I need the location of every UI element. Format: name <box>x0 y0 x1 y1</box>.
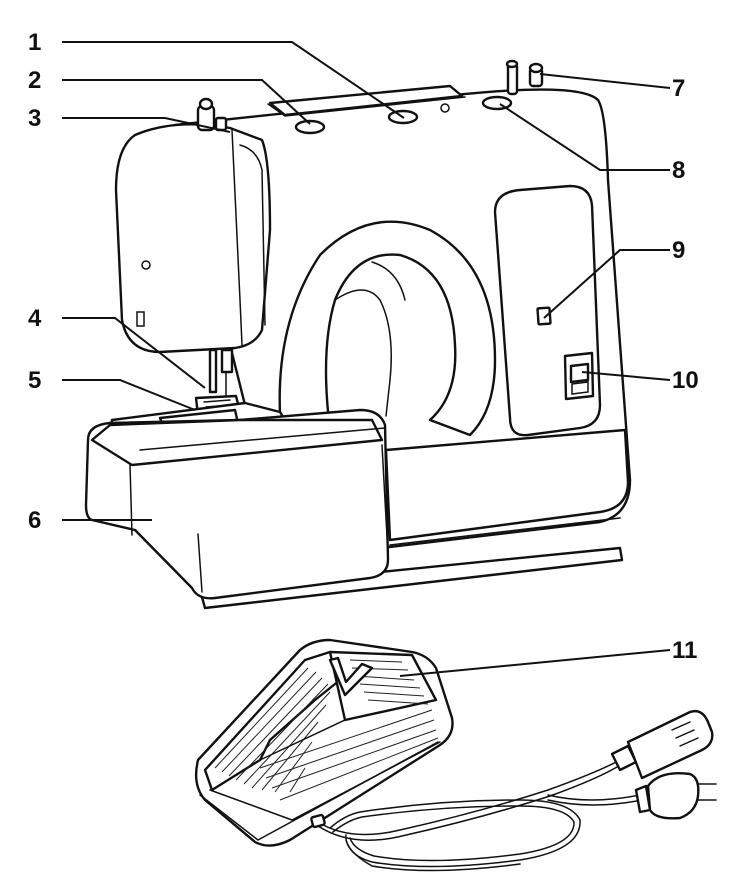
callout-3: 3 <box>28 105 41 132</box>
callout-7: 7 <box>672 75 685 102</box>
leader-line-10 <box>581 371 671 381</box>
leader-line-9 <box>543 249 670 319</box>
callout-4: 4 <box>28 305 42 332</box>
thread-guide-1 <box>294 119 326 135</box>
foot-controller <box>194 638 717 872</box>
mains-plug <box>634 772 717 820</box>
callout-labels: 1 2 3 4 5 6 7 8 9 10 11 <box>28 29 699 664</box>
top-lid <box>268 84 464 117</box>
bobbin-winder-stopper <box>481 95 513 111</box>
leader-line-2 <box>62 79 311 125</box>
leader-line-3 <box>62 117 231 133</box>
leader-line-8 <box>499 103 670 171</box>
callout-11: 11 <box>672 637 697 664</box>
callout-1: 1 <box>28 29 41 56</box>
callout-5: 5 <box>28 367 41 394</box>
machine-base <box>198 546 624 610</box>
callout-6: 6 <box>28 507 41 534</box>
callout-2: 2 <box>28 67 41 94</box>
leader-line-1 <box>62 41 405 119</box>
callout-9: 9 <box>672 237 685 264</box>
callout-8: 8 <box>672 157 685 184</box>
leader-lines <box>62 41 671 677</box>
power-cable <box>310 759 643 872</box>
callout-10: 10 <box>672 367 699 394</box>
appliance-connector <box>610 709 714 780</box>
sewing-machine <box>84 59 632 610</box>
leader-line-7 <box>539 73 671 89</box>
spool-pin <box>505 59 544 96</box>
arm-opening <box>278 220 497 442</box>
machine-head <box>114 123 272 354</box>
power-switch <box>563 351 595 401</box>
leader-line-11 <box>399 649 671 677</box>
leader-line-4 <box>62 317 206 389</box>
pattern-selector-window <box>536 306 552 326</box>
leader-line-5 <box>62 379 196 411</box>
